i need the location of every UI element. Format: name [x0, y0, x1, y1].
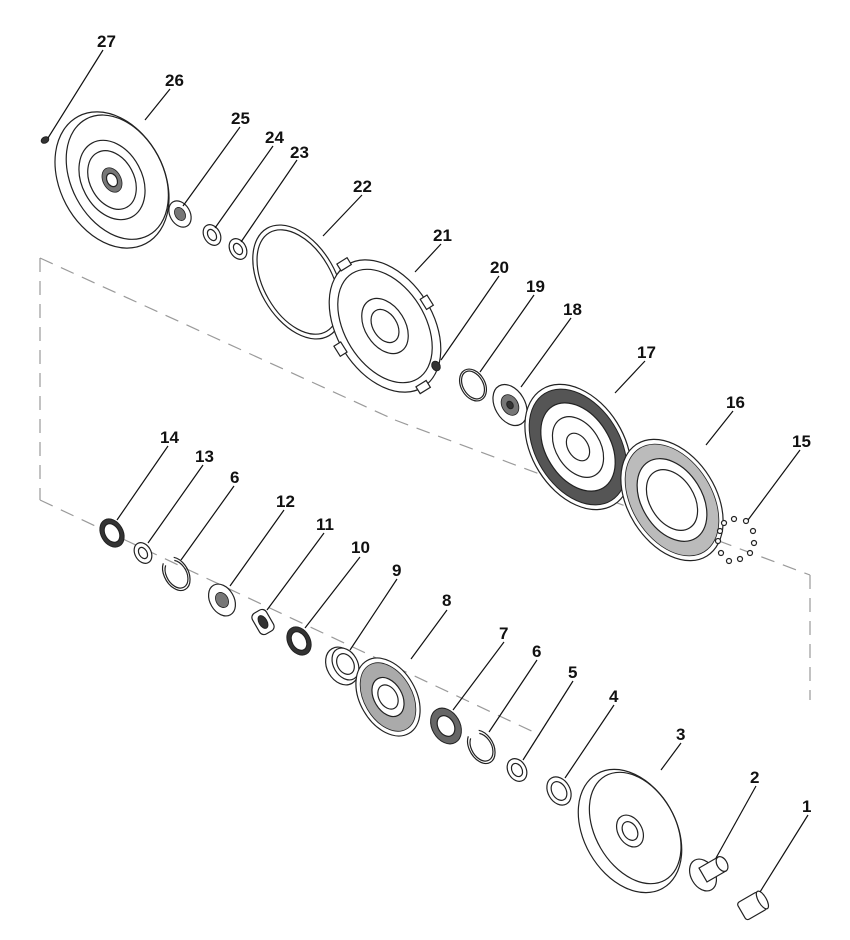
leader-7: [452, 641, 505, 711]
leader-2: [715, 785, 757, 859]
part-23-washer: [228, 238, 248, 260]
part-15-rivets: [714, 515, 758, 565]
callout-19: 19: [526, 277, 545, 296]
callout-25: 25: [231, 109, 250, 128]
leader-5: [522, 680, 574, 761]
part-24-washer: [202, 224, 222, 246]
leader-15: [747, 449, 801, 521]
part-8-stator: [355, 657, 421, 737]
callout-12: 12: [276, 492, 295, 511]
callout-8: 8: [442, 591, 451, 610]
leader-4: [564, 704, 615, 779]
part-2-hub-sleeve: [688, 856, 729, 892]
callout-26: 26: [165, 71, 184, 90]
part-7-one-way-clutch: [430, 707, 462, 745]
callout-5: 5: [568, 663, 577, 682]
callout-22: 22: [353, 177, 372, 196]
callout-10: 10: [351, 538, 370, 557]
leader-9: [349, 578, 398, 651]
leader-14: [116, 445, 169, 521]
callout-6-upper: 6: [230, 468, 239, 487]
leader-22: [322, 194, 363, 237]
leader-23: [240, 159, 298, 243]
leader-25: [182, 126, 241, 207]
part-9-bushing: [325, 646, 360, 686]
leader-18: [520, 317, 572, 388]
part-6-snap-ring-lower: [466, 729, 496, 765]
leader-16: [705, 410, 734, 446]
callout-16: 16: [726, 393, 745, 412]
leader-20: [440, 275, 500, 361]
part-5-washer: [506, 758, 528, 782]
callout-18: 18: [563, 300, 582, 319]
part-6-snap-ring-upper: [161, 556, 191, 592]
part-19-o-ring: [458, 368, 488, 402]
leader-26: [144, 88, 171, 121]
leader-17: [614, 360, 646, 394]
leader-12: [229, 509, 285, 587]
leader-10: [304, 556, 361, 629]
callout-1: 1: [802, 797, 811, 816]
part-12-plate: [207, 583, 237, 617]
part-22-seal-ring: [252, 224, 344, 340]
leader-11: [266, 532, 325, 611]
callout-13: 13: [195, 447, 214, 466]
leader-13: [147, 464, 204, 544]
callout-6-lower: 6: [532, 642, 541, 661]
part-13-washer: [133, 542, 153, 564]
leader-1: [759, 814, 809, 893]
part-14-seal: [99, 518, 125, 548]
callout-2: 2: [750, 768, 759, 787]
callout-21: 21: [433, 226, 452, 245]
part-21-piston-plate: [328, 256, 442, 395]
part-16-friction-disc: [620, 438, 724, 562]
callout-20: 20: [490, 258, 509, 277]
callout-9: 9: [392, 561, 401, 580]
part-20-nut: [431, 360, 441, 372]
leader-27: [47, 49, 104, 139]
callout-4: 4: [609, 687, 619, 706]
part-11-bearing: [251, 608, 275, 636]
leader-21: [414, 243, 442, 273]
callout-15: 15: [792, 432, 811, 451]
leader-6b: [488, 659, 538, 733]
part-3-impeller-cover: [577, 768, 683, 894]
part-25-thrust-washer: [168, 200, 192, 228]
callout-17: 17: [637, 343, 656, 362]
assembly-boundary: [39, 257, 811, 736]
leader-8: [410, 609, 448, 660]
leader-24: [214, 145, 274, 229]
part-1-cylinder: [737, 890, 770, 921]
callout-24: 24: [265, 128, 284, 147]
leader-6a: [180, 485, 235, 561]
leader-19: [479, 294, 535, 373]
callout-14: 14: [160, 428, 179, 447]
part-4-washer: [546, 776, 572, 806]
part-10-needle-bearing: [286, 626, 312, 656]
part-17-damper-plate: [524, 383, 632, 511]
callout-11: 11: [316, 515, 334, 534]
callout-7: 7: [499, 624, 508, 643]
part-18-hub: [492, 383, 528, 427]
callout-3: 3: [676, 725, 685, 744]
callout-27: 27: [97, 32, 116, 51]
leader-3: [660, 742, 682, 771]
part-26-turbine: [54, 111, 170, 249]
callout-23: 23: [290, 143, 309, 162]
